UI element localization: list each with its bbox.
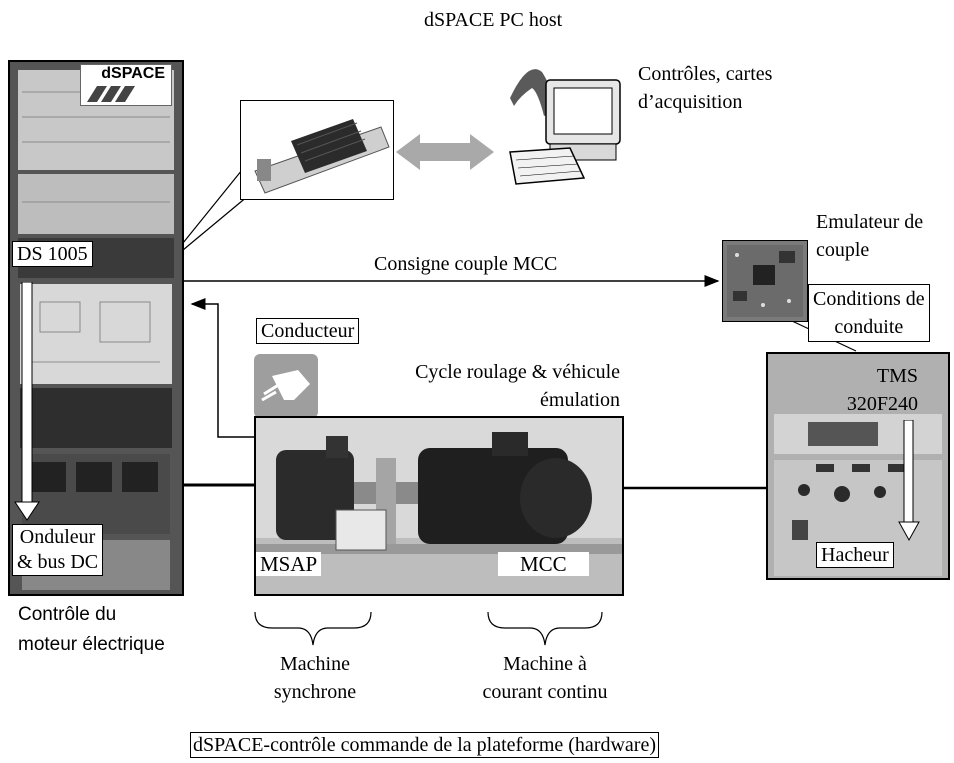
dspace-rack-photo (8, 60, 184, 596)
motor-control-line2: moteur électrique (18, 634, 165, 655)
acquisition-card-photo (240, 100, 394, 200)
dc-machine-line1: Machine à (503, 653, 587, 675)
dspace-logo-text: dSPACE (101, 65, 165, 82)
mcc-label: MCC (498, 552, 589, 576)
inverter-label: Onduleur & bus DC (12, 524, 104, 576)
drive-cycle-label: Cycle roulage & véhicule émulation (350, 358, 620, 414)
pc-host-title: dSPACE PC host (424, 9, 563, 31)
msap-label: MSAP (256, 552, 322, 576)
platform-caption: dSPACE-contrôle commande de la plateform… (190, 732, 659, 758)
pc-desc-line2: d’acquisition (638, 91, 743, 113)
driving-conditions-label: Conditions de conduite (808, 284, 930, 342)
dspace-logo: dSPACE (80, 64, 172, 106)
pc-desc-line1: Contrôles, cartes (638, 63, 773, 85)
emulator-board-photo (722, 240, 808, 322)
pc-host-description: Contrôles, cartes d’acquisition (638, 60, 772, 116)
card-pointer-line-bottom (182, 195, 249, 251)
rack-down-arrow-icon (14, 282, 40, 521)
torque-emulator-line1: Emulateur de (816, 211, 924, 233)
card-pointer-line-top (182, 169, 243, 244)
dc-machine-caption: Machine à courant continu (470, 650, 620, 706)
inverter-label-line2: & bus DC (17, 551, 99, 573)
dc-machine-brace (487, 611, 603, 646)
sync-machine-line2: synchrone (273, 681, 357, 703)
tms-line2: 320F240 (846, 393, 918, 415)
dc-machine-line2: courant continu (482, 681, 608, 703)
driving-conditions-line1: Conditions de (813, 288, 925, 310)
sync-machine-caption: Machine synchrone (260, 650, 370, 706)
chopper-label: Hacheur (816, 542, 894, 568)
tms-label: TMS 320F240 (818, 362, 922, 418)
torque-emulator-title: Emulateur de couple (816, 208, 923, 264)
driving-conditions-line2: conduite (834, 316, 904, 338)
pc-computer-icon (509, 69, 621, 185)
motor-control-caption: Contrôle du moteur électrique (18, 600, 165, 660)
inverter-label-line1: Onduleur (19, 526, 96, 548)
ds1005-label: DS 1005 (12, 241, 93, 267)
tms-line1: TMS (876, 365, 918, 387)
pc-card-link-arrow (396, 134, 494, 170)
chopper-down-arrow-icon (898, 420, 920, 542)
driver-pedal-icon (254, 354, 318, 418)
dspace-logo-stripes-icon (87, 86, 135, 102)
motor-control-line1: Contrôle du (18, 604, 117, 625)
sync-machine-line1: Machine (280, 653, 350, 675)
torque-command-label: Consigne couple MCC (374, 253, 558, 275)
driver-feedback-arrow (190, 298, 254, 438)
drive-cycle-line1: Cycle roulage & véhicule (415, 361, 620, 383)
drive-cycle-line2: émulation (540, 389, 620, 411)
torque-emulator-line2: couple (816, 239, 870, 261)
driver-label: Conducteur (256, 318, 360, 344)
sync-machine-brace (254, 611, 372, 646)
